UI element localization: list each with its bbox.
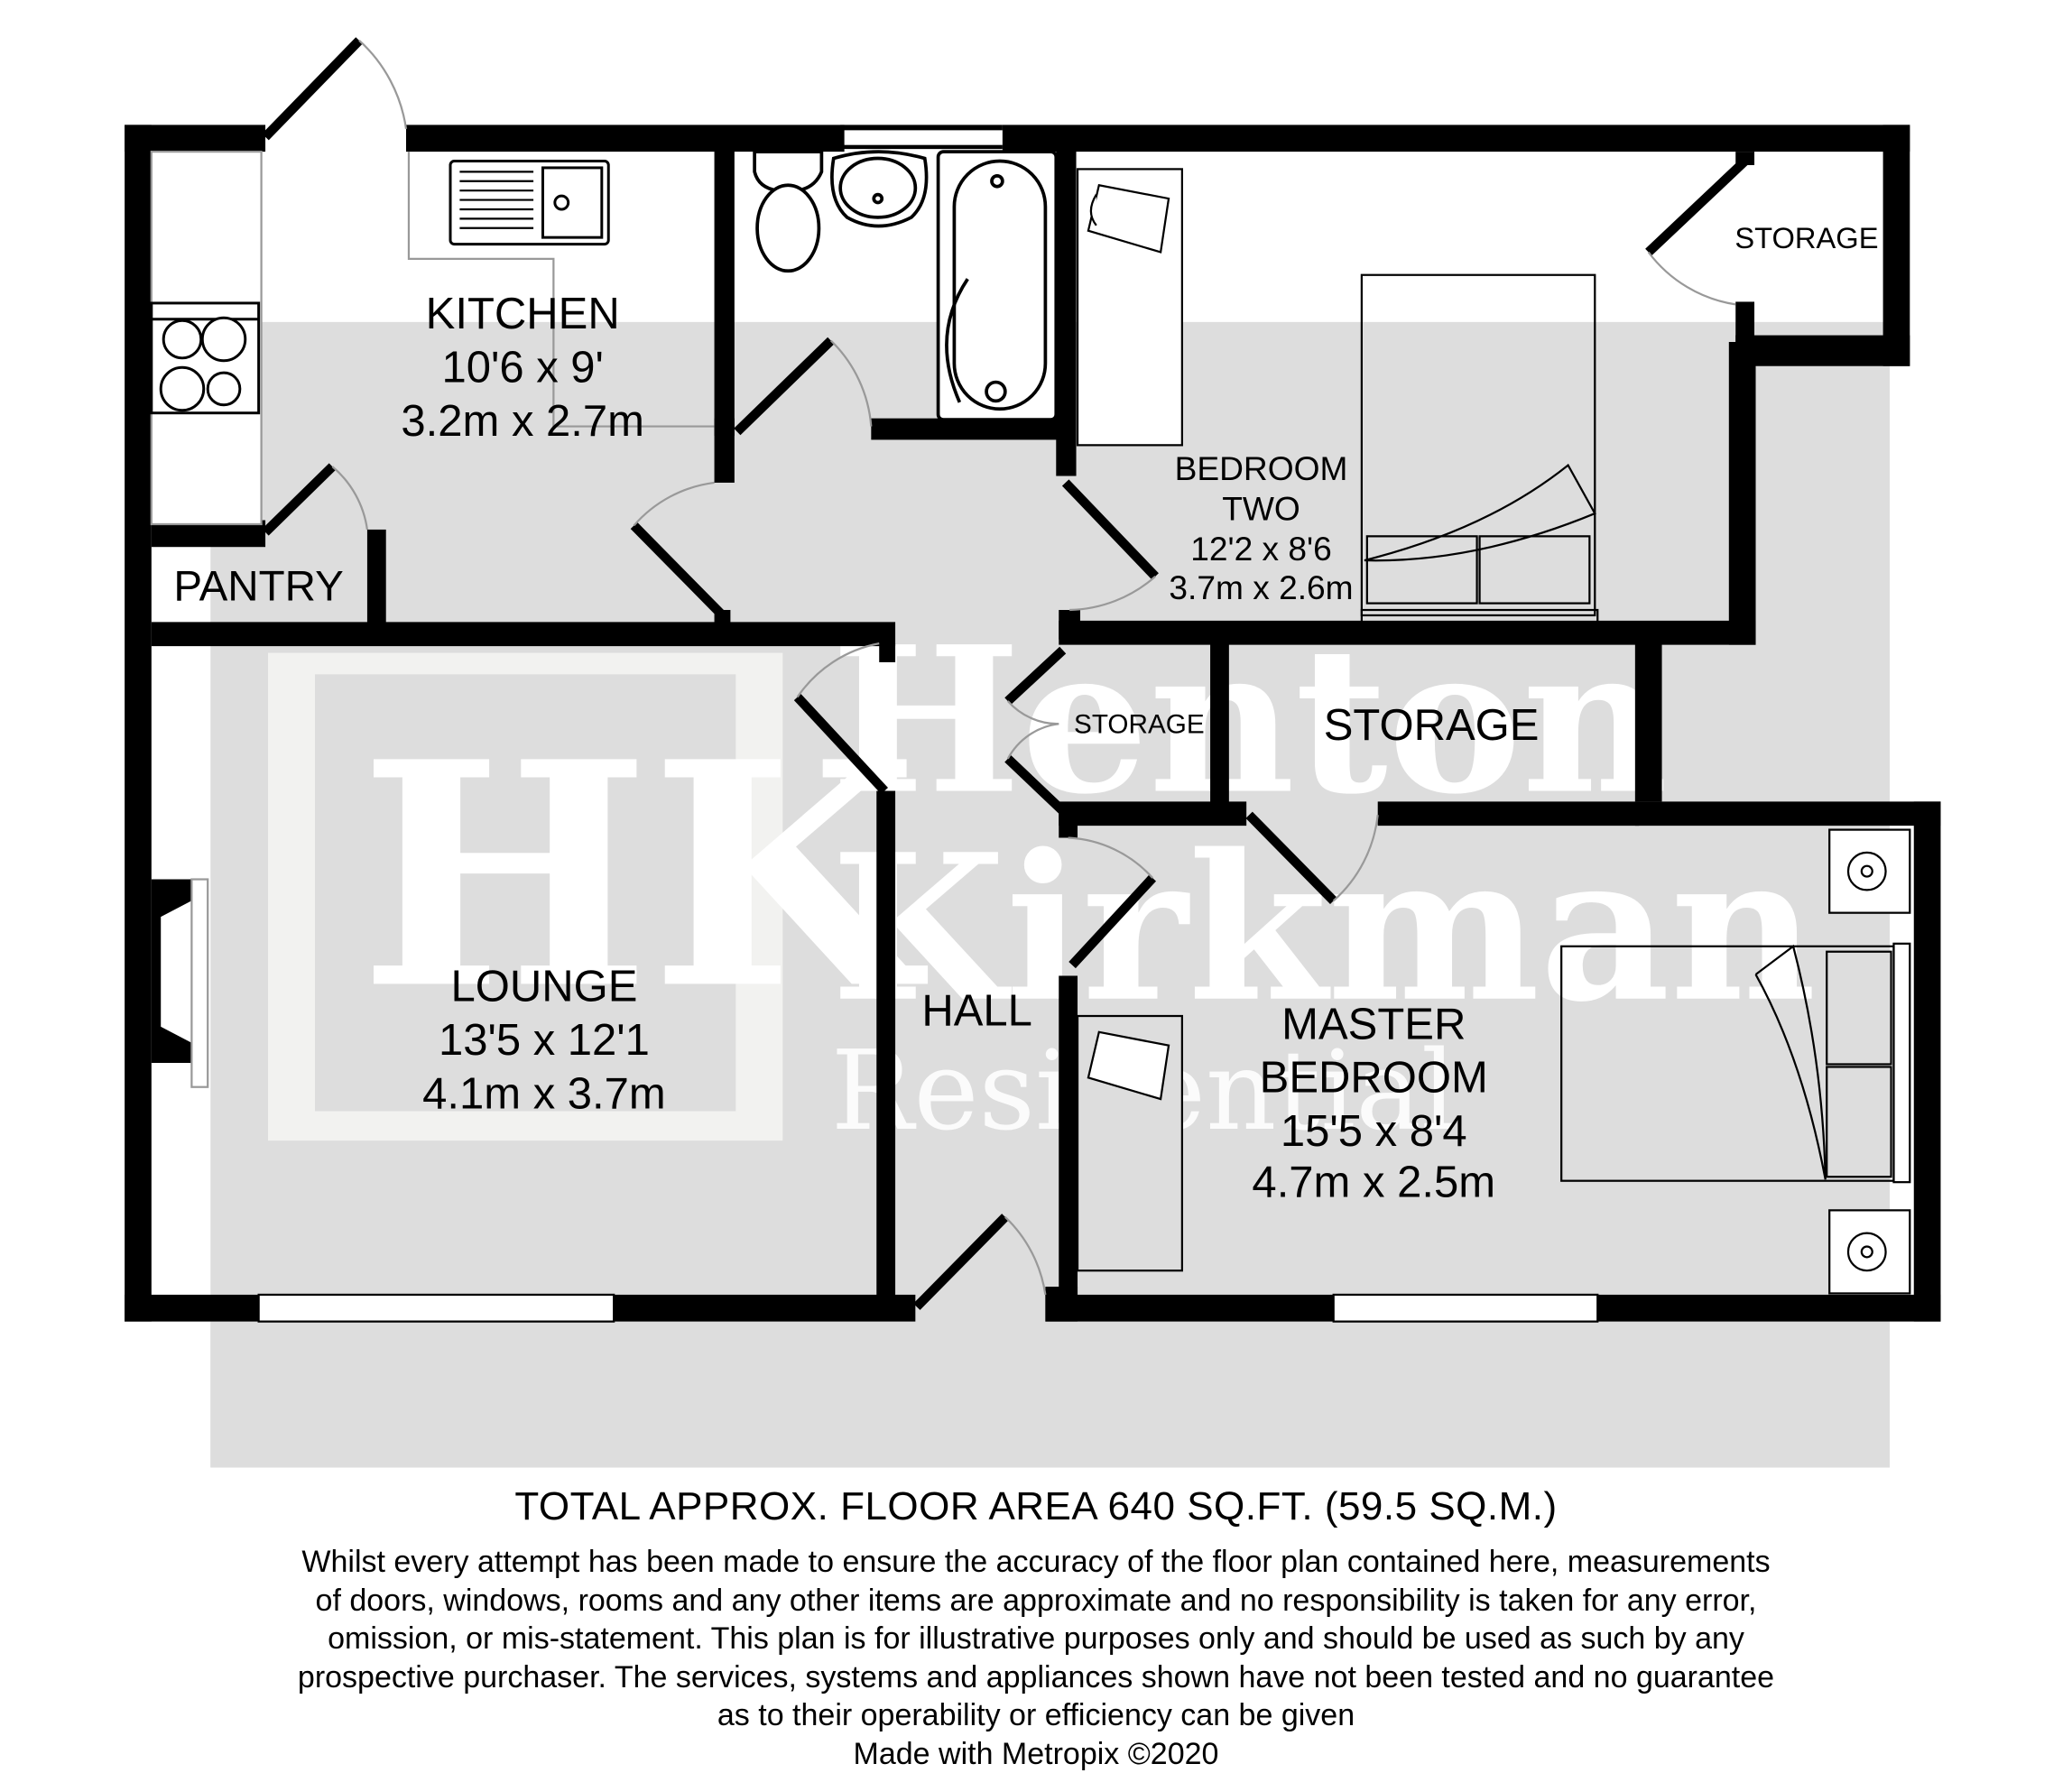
bedroom-two-imperial: 12'2 x 8'6 — [1190, 530, 1332, 568]
storage-large-label: STORAGE — [1324, 701, 1540, 750]
wardrobe-icon-master — [1078, 1016, 1182, 1270]
wardrobe-icon — [1078, 169, 1182, 445]
bedroom-two-name-2: TWO — [1222, 490, 1300, 528]
hall-name: HALL — [921, 986, 1032, 1035]
lounge-imperial: 13'5 x 12'1 — [439, 1016, 650, 1065]
disclaimer-line: omission, or mis-statement. This plan is… — [0, 1620, 2072, 1658]
storage-bedroom-two-label: STORAGE — [1734, 221, 1878, 254]
disclaimer-line: Whilst every attempt has been made to en… — [0, 1543, 2072, 1582]
bedroom-two-name-1: BEDROOM — [1175, 449, 1348, 487]
disclaimer-line: of doors, windows, rooms and any other i… — [0, 1582, 2072, 1621]
kitchen-name: KITCHEN — [426, 290, 620, 338]
basin-icon — [832, 152, 927, 226]
hob-icon — [152, 303, 259, 413]
bath-icon — [939, 152, 1057, 420]
lounge-metric: 4.1m x 3.7m — [422, 1069, 666, 1118]
metropix-credit: Made with Metropix ©2020 — [0, 1735, 2072, 1773]
storage-small-label: STORAGE — [1074, 710, 1205, 740]
kitchen-metric: 3.2m x 2.7m — [401, 397, 644, 446]
master-bedroom-imperial: 15'5 x 8'4 — [1281, 1107, 1467, 1156]
bedroom-two-metric: 3.7m x 2.6m — [1169, 568, 1353, 606]
disclaimer-line: prospective purchaser. The services, sys… — [0, 1658, 2072, 1697]
total-floor-area: TOTAL APPROX. FLOOR AREA 640 SQ.FT. (59.… — [0, 1484, 2072, 1529]
master-bedroom-name-2: BEDROOM — [1260, 1054, 1488, 1103]
kitchen-imperial: 10'6 x 9' — [441, 344, 603, 392]
sink-icon — [450, 162, 608, 245]
toilet-icon — [754, 152, 821, 271]
master-bedroom-name-1: MASTER — [1281, 1000, 1466, 1048]
pantry-name: PANTRY — [173, 563, 343, 611]
lounge-name: LOUNGE — [450, 963, 637, 1011]
disclaimer-line: as to their operability or efficiency ca… — [0, 1696, 2072, 1735]
master-bedroom-metric: 4.7m x 2.5m — [1252, 1159, 1495, 1207]
disclaimer: Whilst every attempt has been made to en… — [0, 1543, 2072, 1773]
